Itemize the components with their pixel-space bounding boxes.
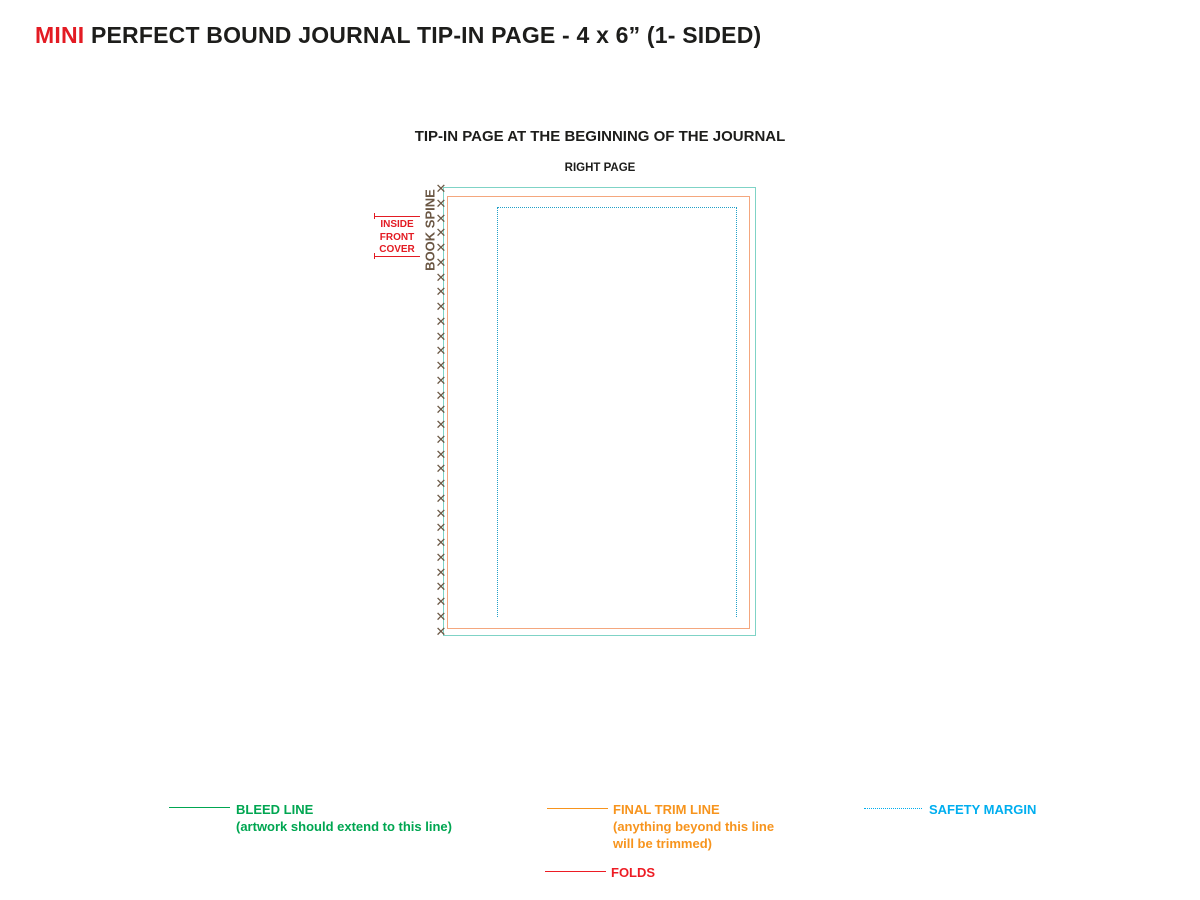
spine-x-mark: ✕ <box>435 284 447 300</box>
spine-x-mark: ✕ <box>435 431 447 447</box>
spine-x-mark: ✕ <box>435 240 447 255</box>
spine-x-mark: ✕ <box>435 195 447 211</box>
spine-x-mark: ✕ <box>435 594 447 609</box>
trim-box <box>447 196 750 629</box>
spine-x-mark: ✕ <box>435 225 447 241</box>
spine-x-mark: ✕ <box>435 372 447 388</box>
spine-x-mark: ✕ <box>435 579 447 595</box>
spine-x-mark: ✕ <box>435 623 447 639</box>
spine-x-mark: ✕ <box>435 608 447 624</box>
spine-x-mark: ✕ <box>435 402 447 418</box>
folds-line-sample <box>545 871 606 872</box>
spine-x-mark: ✕ <box>435 181 447 196</box>
legend-bleed-title: BLEED LINE <box>236 802 314 817</box>
safety-box <box>497 207 737 617</box>
spine-x-mark: ✕ <box>435 299 447 314</box>
title-text: PERFECT BOUND JOURNAL TIP-IN PAGE - 4 x … <box>84 22 762 48</box>
spine-x-mark: ✕ <box>435 461 447 477</box>
diagram-subtitle: TIP-IN PAGE AT THE BEGINNING OF THE JOUR… <box>414 128 786 145</box>
spine-x-mark: ✕ <box>435 549 447 565</box>
spine-x-mark: ✕ <box>435 254 447 270</box>
spine-x-mark: ✕ <box>435 387 447 403</box>
spine-x-mark: ✕ <box>435 564 447 580</box>
legend-trim: FINAL TRIM LINE (anything beyond this li… <box>613 801 774 852</box>
spine-x-mark: ✕ <box>435 269 447 285</box>
spine-x-mark: ✕ <box>435 210 447 226</box>
legend-bleed: BLEED LINE (artwork should extend to thi… <box>236 801 452 835</box>
spine-x-mark: ✕ <box>435 313 447 329</box>
page-title: MINI PERFECT BOUND JOURNAL TIP-IN PAGE -… <box>35 22 761 49</box>
spine-x-mark: ✕ <box>435 535 447 550</box>
legend-trim-title: FINAL TRIM LINE <box>613 802 720 817</box>
spine-x-mark: ✕ <box>435 328 447 344</box>
spine-x-mark: ✕ <box>435 358 447 373</box>
spine-x-mark: ✕ <box>435 476 447 491</box>
bleed-line-sample <box>169 807 230 808</box>
spine-x-mark: ✕ <box>435 505 447 521</box>
trim-line-sample <box>547 808 608 809</box>
legend-safety: SAFETY MARGIN <box>929 801 1036 818</box>
legend-bleed-sub: (artwork should extend to this line) <box>236 819 452 834</box>
ifc-top-line <box>374 216 420 217</box>
ifc-line-3: COVER <box>379 244 415 255</box>
spine-x-mark: ✕ <box>435 417 447 432</box>
safety-line-sample <box>864 808 922 809</box>
ifc-line-2: FRONT <box>379 231 415 243</box>
legend-folds: FOLDS <box>611 864 655 881</box>
spine-x-mark: ✕ <box>435 446 447 462</box>
legend-folds-title: FOLDS <box>611 865 656 880</box>
ifc-bottom-tick <box>374 253 375 259</box>
inside-front-cover-label: INSIDE FRONT COVER <box>372 219 422 257</box>
legend-safety-title: SAFETY MARGIN <box>929 802 1037 817</box>
ifc-bottom-line <box>374 256 420 257</box>
ifc-line-1: INSIDE <box>380 219 414 230</box>
spine-x-mark: ✕ <box>435 520 447 536</box>
spine-x-mark: ✕ <box>435 490 447 506</box>
ifc-top-tick <box>374 213 375 219</box>
legend-trim-sub-1: (anything beyond this line <box>613 819 775 834</box>
title-accent: MINI <box>35 22 85 48</box>
page-label: RIGHT PAGE <box>564 162 636 174</box>
spine-x-mark: ✕ <box>435 343 447 359</box>
bleed-box <box>443 187 756 636</box>
legend-trim-sub-2: will be trimmed) <box>613 836 712 851</box>
book-spine-label: BOOK SPINE <box>422 189 438 271</box>
